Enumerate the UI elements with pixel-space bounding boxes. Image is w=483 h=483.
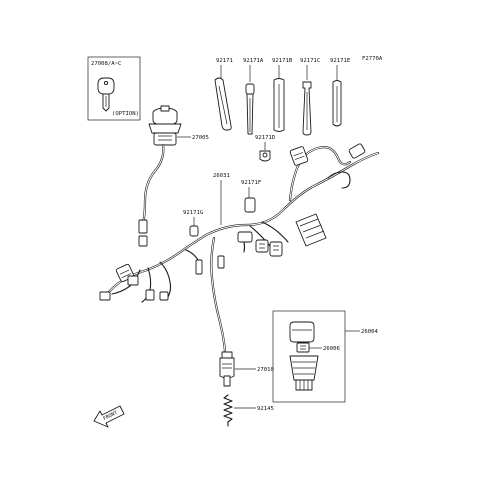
ignition-switch-part-number: 27005 xyxy=(192,135,209,141)
harness-connector-upper-icon xyxy=(289,146,309,166)
switch-27010-group: 27010 xyxy=(219,351,274,387)
main-harness-group: 26031 92171F 92171G xyxy=(99,143,380,372)
switch-27010-label: 27010 xyxy=(257,367,274,373)
band-92171a-icon xyxy=(245,83,255,135)
option-note: (OPTION) xyxy=(112,111,139,117)
band-92171-label: 92171 xyxy=(216,58,233,64)
harness-clamp-92171g-icon xyxy=(189,225,199,237)
relay-cover-icon xyxy=(289,321,315,343)
ignition-switch-icon xyxy=(148,105,182,146)
band-92171d-group: 92171D xyxy=(255,135,276,162)
relay-26006-label: 26006 xyxy=(323,346,340,352)
harness-connector-mid-icon xyxy=(237,231,283,257)
front-arrow-group: FRONT xyxy=(93,405,125,428)
relay-26006-icon xyxy=(296,342,310,353)
band-92171e-label: 92171E xyxy=(330,58,351,64)
band-92171c-icon xyxy=(302,81,312,136)
spring-92145-label: 92145 xyxy=(257,406,274,412)
ignition-connector-icon xyxy=(138,219,148,234)
harness-clamp-92171f-icon xyxy=(244,197,256,213)
front-arrow-label: FRONT xyxy=(102,410,118,422)
harness-small-clip-icon xyxy=(195,255,225,275)
band-92171b-label: 92171B xyxy=(272,58,293,64)
band-92171g-label: 92171G xyxy=(183,210,204,216)
key-option-box xyxy=(87,56,141,121)
band-92171f-label: 92171F xyxy=(241,180,262,186)
harness-connector-left-icon xyxy=(99,263,169,301)
ignition-lead-wire xyxy=(141,143,165,225)
front-arrow-icon xyxy=(93,405,125,428)
relay-box-group: 26004 26006 xyxy=(272,310,378,403)
spring-92145-icon xyxy=(223,394,233,427)
band-92171b-icon xyxy=(273,78,285,132)
main-harness-wire xyxy=(106,146,380,372)
spring-92145-group: 92145 xyxy=(223,394,274,427)
key-option-group: 27008/A~C (OPTION) xyxy=(87,56,141,121)
relay-box-frame xyxy=(272,310,346,403)
ignition-key-icon xyxy=(97,77,115,112)
relay-box-26004-label: 26004 xyxy=(361,329,378,335)
switch-27010-icon xyxy=(219,351,235,387)
figure-code: F2770A xyxy=(362,56,383,62)
harness-26031-label: 26031 xyxy=(213,173,230,179)
band-92171-icon xyxy=(214,77,232,131)
band-92171d-label: 92171D xyxy=(255,135,276,141)
key-part-number: 27008/A~C xyxy=(91,61,121,67)
band-92171a-label: 92171A xyxy=(243,58,264,64)
harness-connector-right-icon xyxy=(348,143,366,159)
relay-socket-icon xyxy=(289,355,319,391)
band-92171c-label: 92171C xyxy=(300,58,320,64)
regulator-block-icon xyxy=(295,213,327,247)
band-clips-group: 92171 92171A 92171B 92171C 92171E xyxy=(214,58,351,136)
ignition-switch-group: 27005 xyxy=(138,105,209,247)
band-92171e-icon xyxy=(332,80,342,127)
